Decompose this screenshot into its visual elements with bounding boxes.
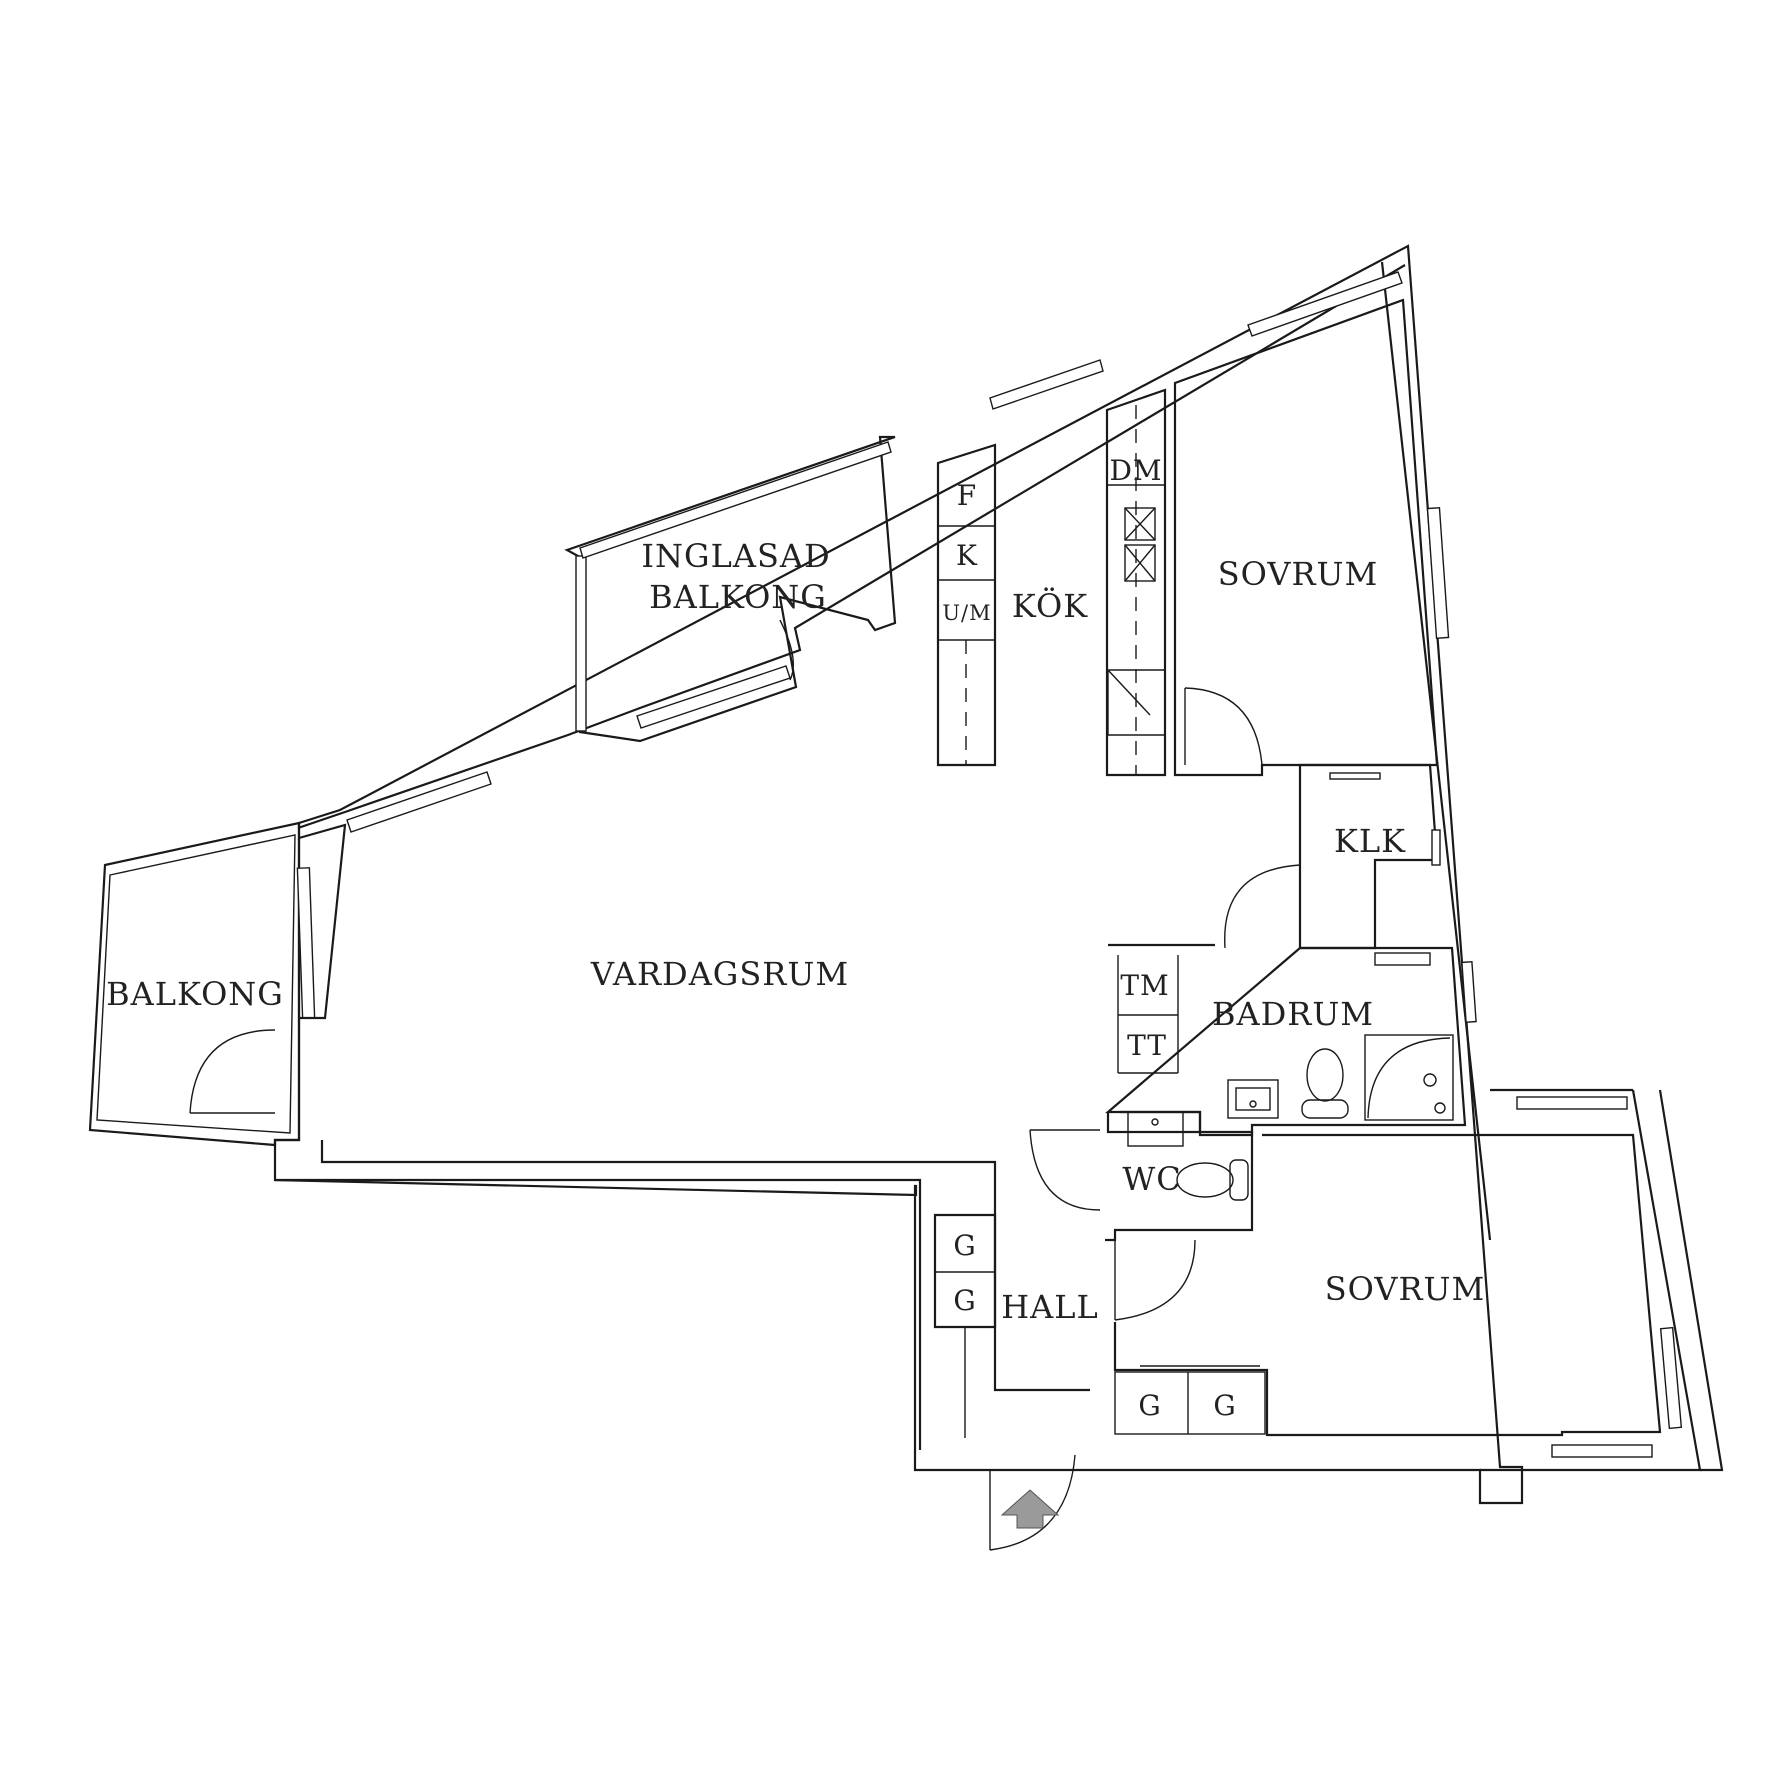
room-label-kok: KÖK <box>1012 587 1088 625</box>
door-swing <box>1184 687 1263 766</box>
window <box>636 665 791 729</box>
room-label-sovrum-top: SOVRUM <box>1218 555 1379 593</box>
bedroom-bottom <box>1113 1096 1683 1458</box>
kitchen <box>936 388 1167 777</box>
room-label-wc: WC <box>1122 1160 1181 1198</box>
window <box>1516 1096 1628 1110</box>
fixture-label-dryer: TT <box>1127 1029 1167 1062</box>
stove-icon <box>1124 507 1156 582</box>
room-label-inglasad-line2: BALKONG <box>649 578 827 616</box>
toilet-icon <box>1301 1048 1349 1119</box>
room-label-balkong: BALKONG <box>106 975 284 1013</box>
room-label-klk: KLK <box>1334 822 1406 860</box>
glazed-balcony <box>564 435 897 743</box>
window <box>1374 952 1431 966</box>
fixture-label-fridge: F <box>957 479 977 512</box>
window <box>989 359 1104 410</box>
door-swing <box>989 1454 1076 1551</box>
door-swing <box>779 619 795 681</box>
room-label-vardagsrum: VARDAGSRUM <box>590 955 849 993</box>
window <box>346 771 492 833</box>
hall <box>933 1213 1196 1551</box>
door-swing <box>1224 864 1301 949</box>
room-label-badrum: BADRUM <box>1212 995 1374 1033</box>
window <box>579 441 892 559</box>
fixture-label-wardrobe-hall-1: G <box>953 1229 976 1262</box>
fixture-label-freezer: K <box>956 539 978 572</box>
window <box>575 555 587 732</box>
room-label-inglasad-line1: INGLASAD <box>641 537 830 575</box>
fixture-label-wardrobe-hall-2: G <box>953 1284 976 1317</box>
window <box>1329 772 1381 780</box>
window <box>1461 960 1477 1024</box>
closet <box>1224 763 1441 950</box>
sink-icon <box>1227 1079 1279 1119</box>
entrance-arrow-icon <box>1000 1489 1060 1529</box>
outer-walls <box>273 244 1724 1505</box>
fixture-label-dishwasher: DM <box>1109 454 1162 487</box>
room-label-hall: HALL <box>1001 1288 1099 1326</box>
shower-icon <box>1364 1034 1454 1121</box>
bedroom-top <box>989 271 1450 777</box>
window <box>1659 1326 1683 1430</box>
living-room <box>298 771 492 1020</box>
toilet-icon <box>1176 1159 1249 1201</box>
window <box>1426 506 1450 640</box>
room-labels: INGLASAD BALKONG KÖK SOVRUM KLK BALKONG … <box>106 537 1486 1326</box>
window <box>1431 829 1441 866</box>
door-swing <box>1029 1129 1101 1211</box>
sink-icon <box>1127 1111 1184 1147</box>
fixture-labels: F K U/M DM TM TT G G G G <box>942 454 1236 1422</box>
fixture-label-wardrobe-bedroom-2: G <box>1213 1389 1236 1422</box>
fixture-label-washer: TM <box>1120 969 1169 1002</box>
door-swing <box>189 1029 276 1114</box>
balcony <box>88 821 316 1147</box>
window <box>1551 1444 1653 1458</box>
fixture-label-wardrobe-bedroom-1: G <box>1138 1389 1161 1422</box>
sink-icon <box>1107 669 1166 736</box>
door-swing <box>1114 1239 1196 1321</box>
bathroom <box>1105 943 1477 1137</box>
fixture-label-oven-microwave: U/M <box>942 601 991 625</box>
window <box>1247 271 1403 337</box>
room-label-sovrum-bottom: SOVRUM <box>1325 1270 1486 1308</box>
